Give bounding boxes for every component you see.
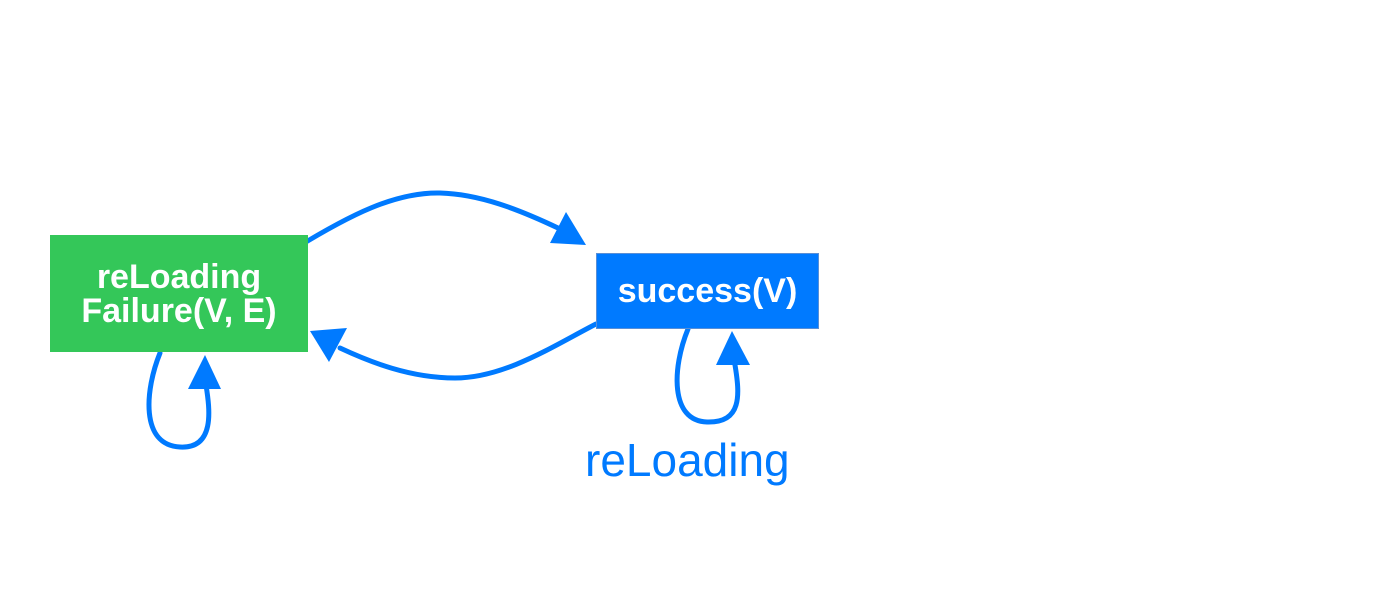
state-label-line1: reLoading [96,257,262,296]
self-loop-success [674,326,741,425]
edge-label-reloading: reLoading [585,434,790,486]
edge-failure-to-success [293,190,561,251]
self-loop-failure [146,350,212,450]
state-label-line2: Failure(V, E) [81,291,277,330]
state-label: success(V) [617,272,798,310]
state-node-reloading-failure: reLoading Failure(V, E) [50,235,308,352]
arrowhead-success-to-failure [310,328,347,362]
arrowhead-self-loop-failure [188,355,221,389]
arrowhead-self-loop-success [716,331,750,365]
arrowhead-failure-to-success [550,212,586,245]
edge-success-to-failure [337,321,599,381]
state-node-success: success(V) [596,253,819,329]
